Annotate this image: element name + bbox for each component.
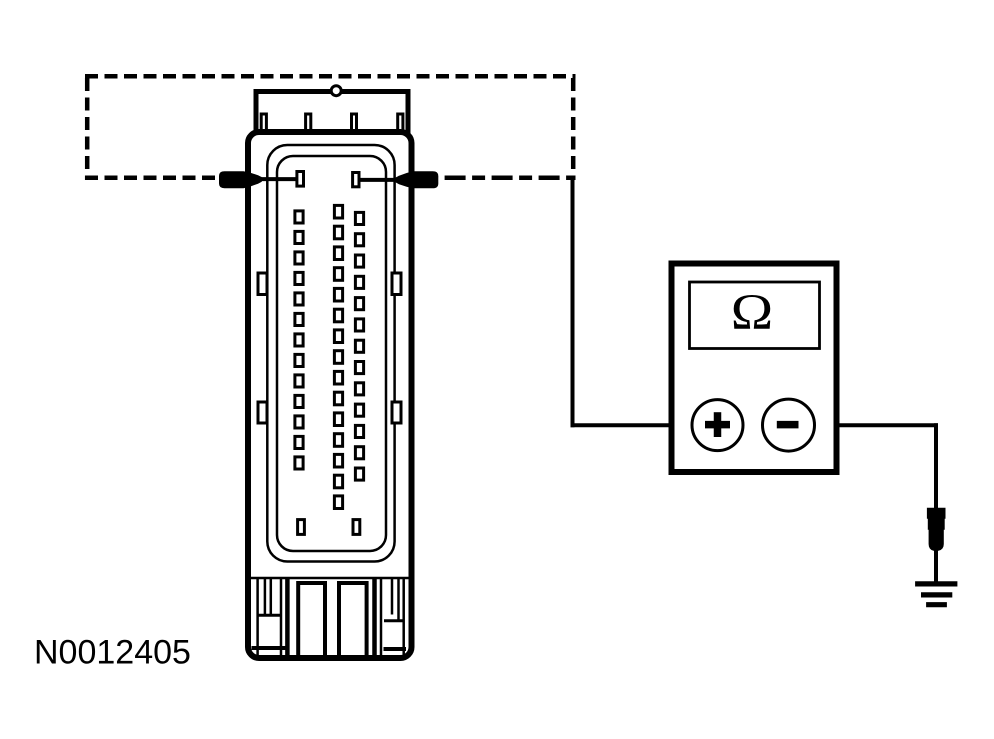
svg-text:Ω: Ω: [731, 284, 773, 341]
svg-text:N0012405: N0012405: [34, 634, 191, 672]
